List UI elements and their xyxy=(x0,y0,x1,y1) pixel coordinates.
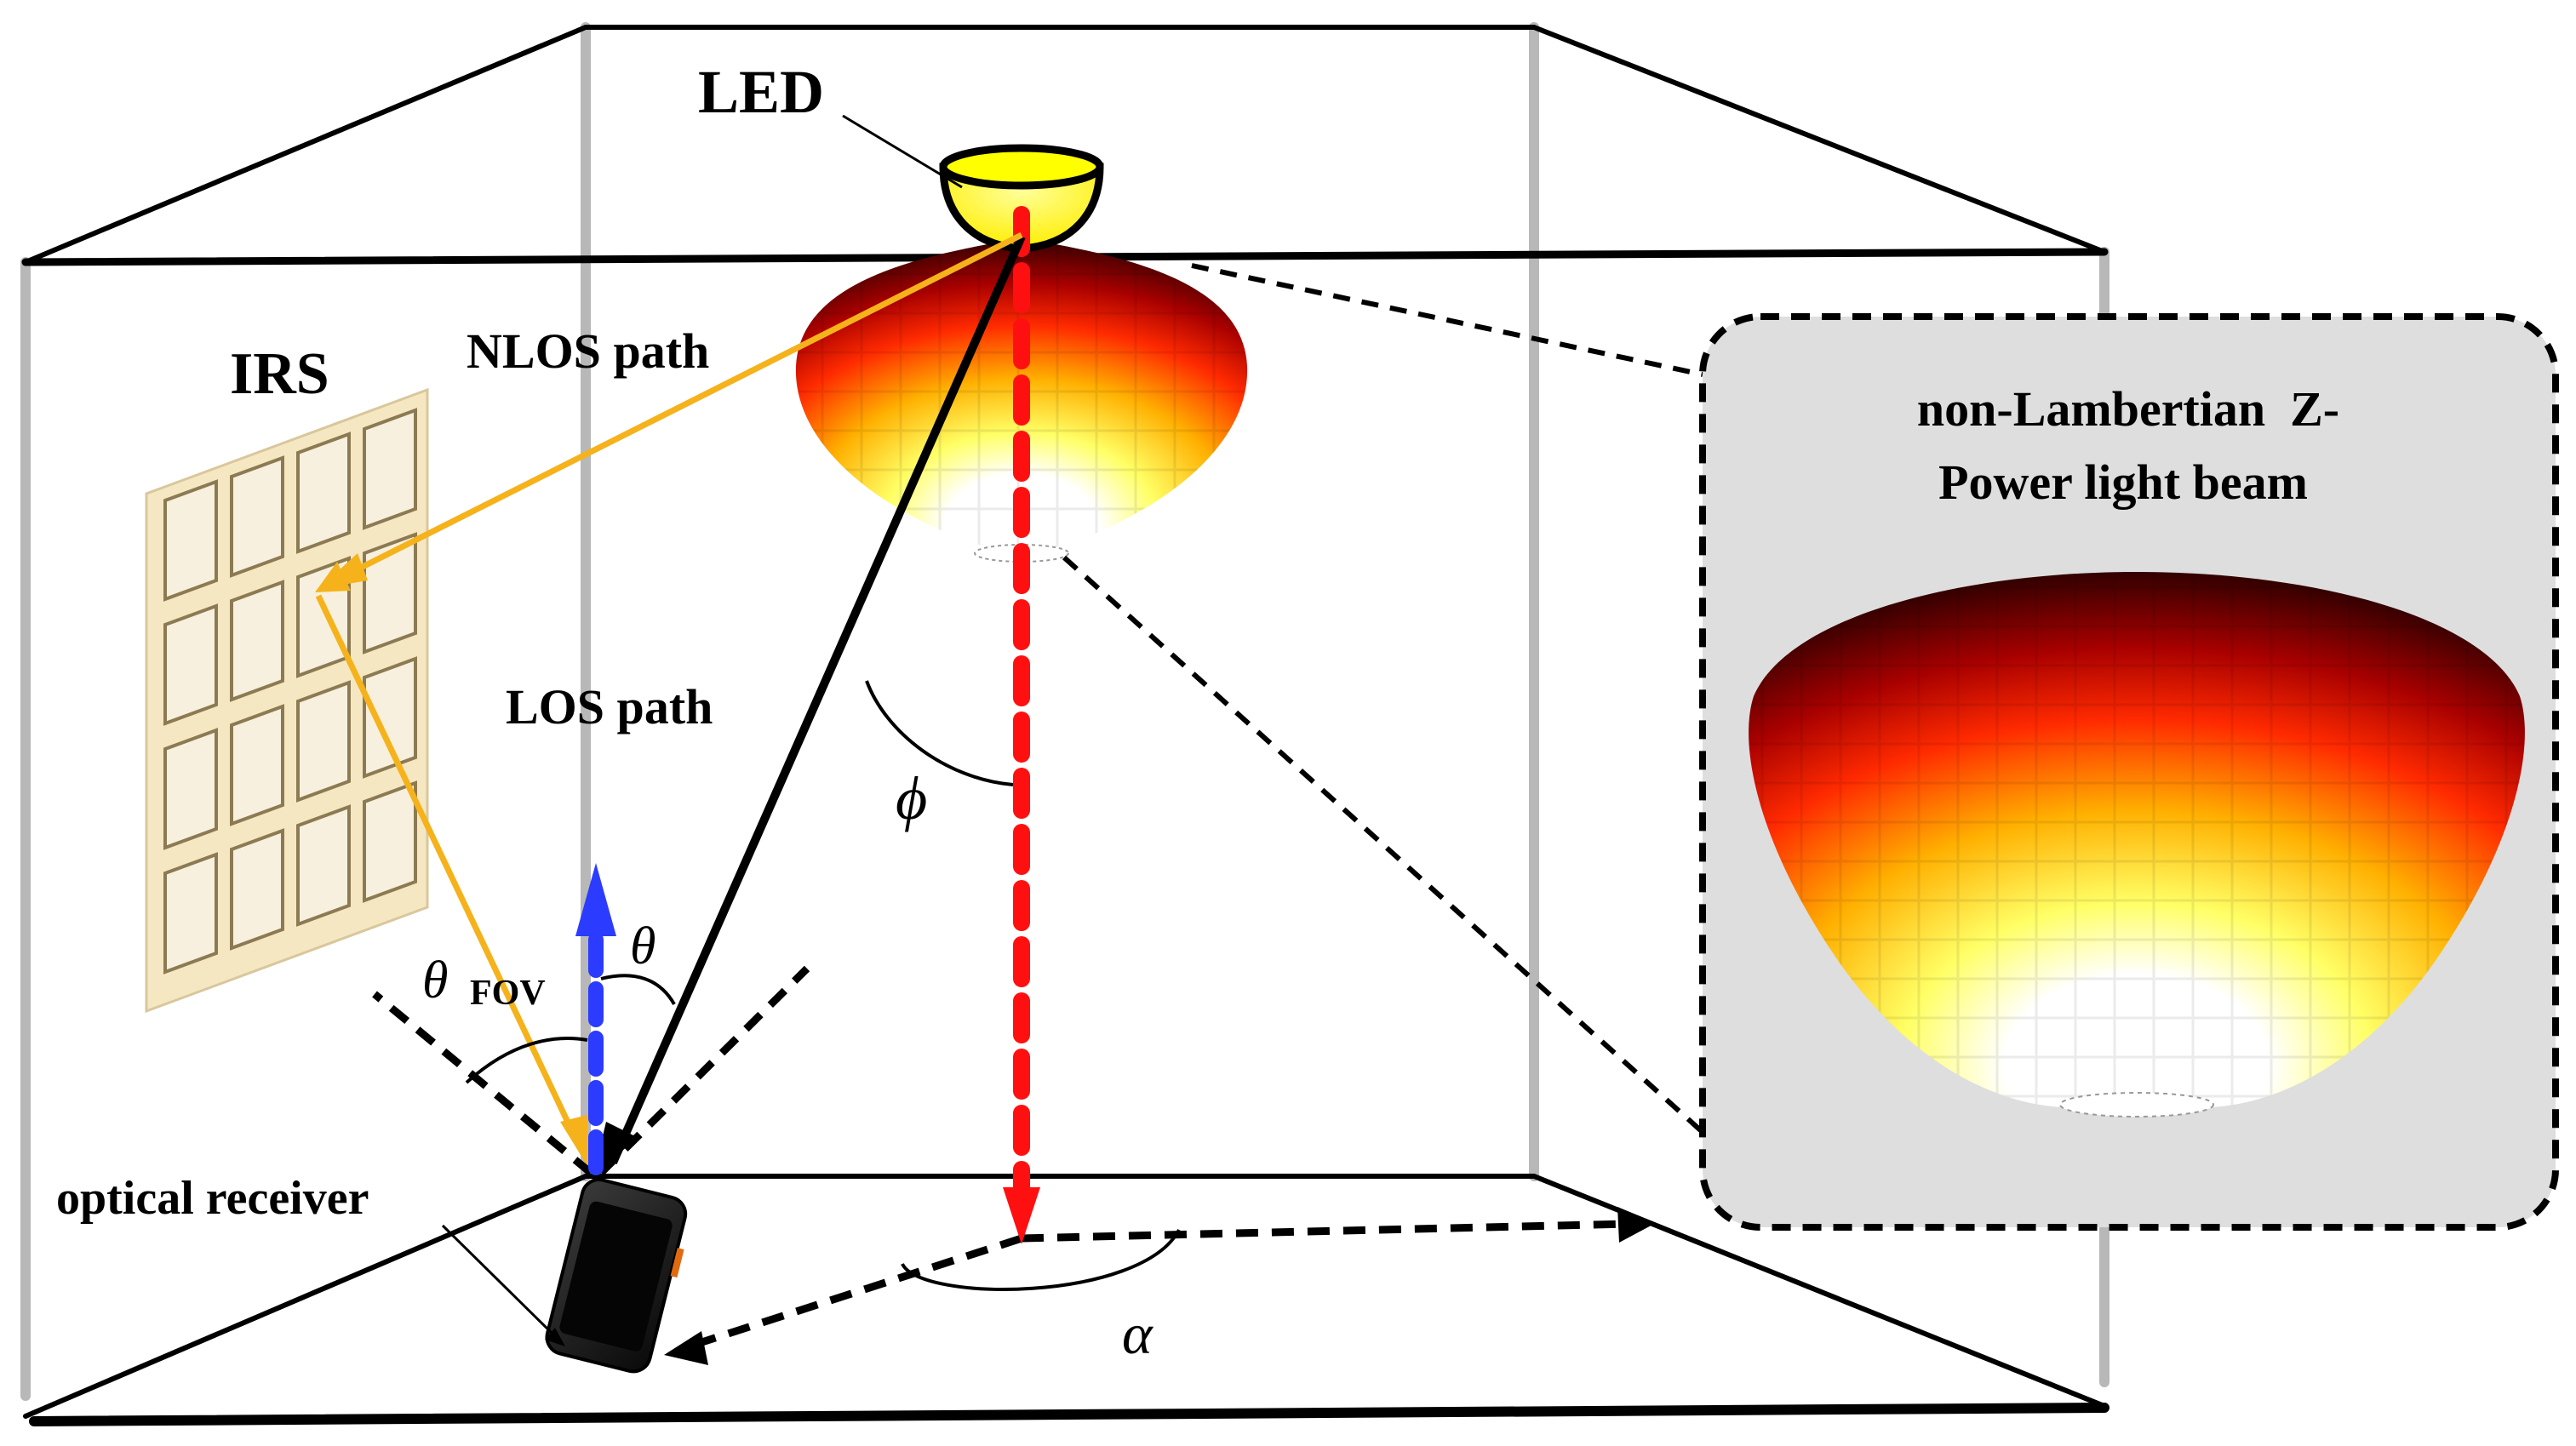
nlos-path-reflected xyxy=(315,594,582,1147)
floor-alpha-lines xyxy=(679,1220,1631,1353)
los-path-label: LOS path xyxy=(506,679,713,734)
irs-label: IRS xyxy=(230,341,329,407)
alpha-arrowhead-right xyxy=(1617,1207,1656,1243)
led-normal-arrowhead xyxy=(1003,1187,1040,1244)
beam-inset xyxy=(1699,313,2559,1231)
theta-arc xyxy=(600,974,676,1005)
theta-fov-arc xyxy=(465,1037,588,1084)
alpha-label: α xyxy=(1122,1301,1153,1366)
phi-arc xyxy=(865,680,1014,786)
receiver-normal-arrowhead xyxy=(575,863,616,936)
irs-panel xyxy=(145,387,429,1014)
irs-elements xyxy=(163,408,417,974)
led-label: LED xyxy=(698,58,824,126)
phi-label: ϕ xyxy=(896,764,927,832)
alpha-arrowhead-left xyxy=(664,1331,708,1365)
nlos-reflected-arrowhead xyxy=(560,1115,587,1166)
theta-fov-symbol: θ xyxy=(422,952,448,1009)
nlos-reflection-point-arrowhead xyxy=(315,562,351,592)
receiver-leader-arrowhead xyxy=(545,1328,565,1346)
inset-title-line1: non-Lambertian Z- xyxy=(1917,381,2339,437)
inset-title-line2: Power light beam xyxy=(1938,454,2308,510)
optical-receiver-device xyxy=(545,1178,688,1374)
optical-receiver-label: optical receiver xyxy=(56,1172,369,1225)
led-leader-line xyxy=(842,114,963,189)
inset-connectors xyxy=(1062,263,1707,1136)
fov-boundary-lines xyxy=(372,965,810,1176)
theta-fov-subscript: FOV xyxy=(470,974,546,1013)
alpha-arc xyxy=(901,1229,1181,1291)
receiver-leader-line xyxy=(441,1224,557,1338)
nlos-path-incident xyxy=(341,231,1023,580)
nlos-path-label: NLOS path xyxy=(467,323,709,379)
theta-label: θ xyxy=(630,917,655,975)
los-path-line xyxy=(609,234,1026,1165)
